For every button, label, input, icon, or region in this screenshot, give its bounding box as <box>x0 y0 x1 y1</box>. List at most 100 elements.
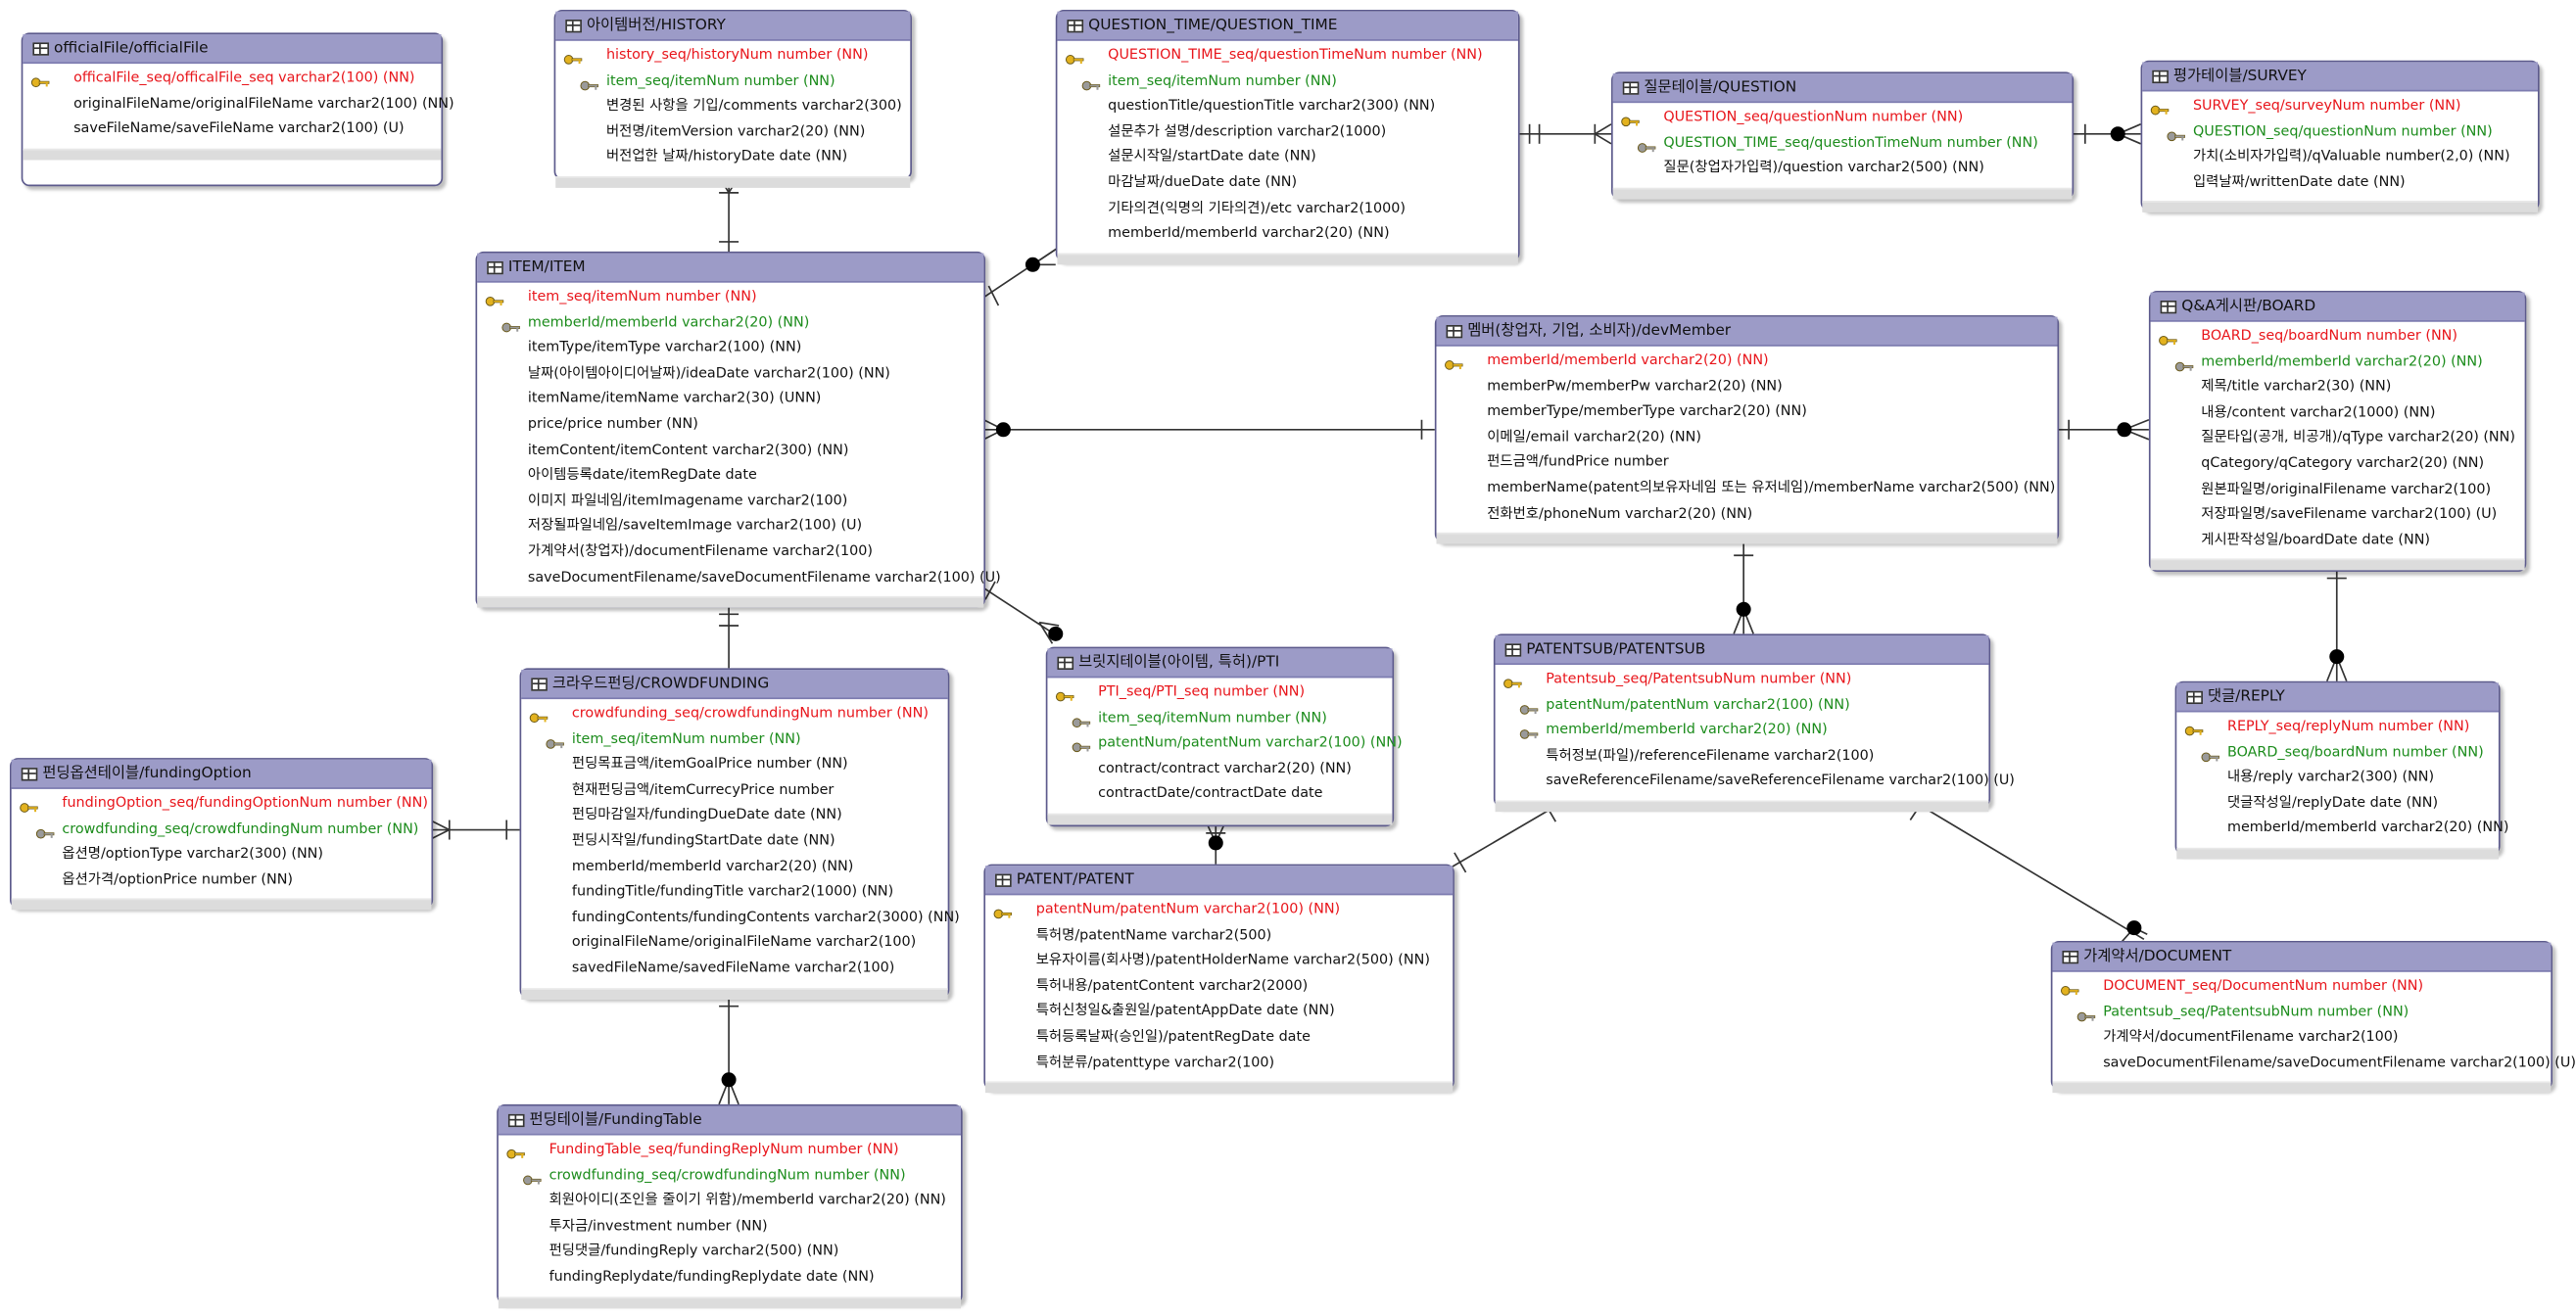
primary-key-column[interactable]: SURVEY_seq/surveyNum number (NN) <box>2142 95 2538 120</box>
entity-header[interactable]: 브릿지테이블(아이템, 특허)/PTI <box>1047 648 1393 679</box>
column-row[interactable]: memberId/memberId varchar2(20) (NN) <box>2176 818 2508 843</box>
column-row[interactable]: fundingTitle/fundingTitle varchar2(1000)… <box>521 881 947 907</box>
column-row[interactable]: 현재펀딩금액/itemCurrecyPrice number <box>521 778 947 804</box>
entity-item[interactable]: ITEM/ITEM item_seq/itemNum number (NN)mem… <box>475 251 1001 608</box>
column-row[interactable]: memberPw/memberPw varchar2(20) (NN) <box>1436 375 2057 400</box>
entity-header[interactable]: ITEM/ITEM <box>477 253 984 283</box>
column-row[interactable]: originalFileName/originalFileName varcha… <box>521 932 947 958</box>
column-row[interactable]: 옵션명/optionType varchar2(300) (NN) <box>12 843 432 868</box>
column-row[interactable]: 설문시작일/startDate date (NN) <box>1057 146 1517 171</box>
primary-key-column[interactable]: FundingTable_seq/fundingReplyNum number … <box>499 1139 961 1164</box>
entity-header[interactable]: 질문테이블/QUESTION <box>1612 73 2073 104</box>
column-row[interactable]: 날짜(아이템아이디어날짜)/ideaDate varchar2(100) (NN… <box>477 362 983 388</box>
primary-key-column[interactable]: REPLY_seq/replyNum number (NN) <box>2176 716 2499 741</box>
foreign-key-column[interactable]: patentNum/patentNum varchar2(100) (NN) <box>1047 732 1403 758</box>
foreign-key-column[interactable]: item_seq/itemNum number (NN) <box>521 727 947 753</box>
column-row[interactable]: 게시판작성일/boardDate date (NN) <box>2151 529 2525 554</box>
column-row[interactable]: saveDocumentFilename/saveDocumentFilenam… <box>477 566 1001 591</box>
entity-header[interactable]: 댓글/REPLY <box>2176 682 2499 713</box>
column-row[interactable]: contract/contract varchar2(20) (NN) <box>1047 758 1392 783</box>
column-row[interactable]: 펀딩시작일/fundingStartDate date (NN) <box>521 829 947 855</box>
column-row[interactable]: 내용/content varchar2(1000) (NN) <box>2151 401 2525 427</box>
column-row[interactable]: 아이템등록date/itemRegDate date <box>477 464 983 490</box>
foreign-key-column[interactable]: QUESTION_seq/questionNum number (NN) <box>2142 120 2538 146</box>
primary-key-column[interactable]: fundingOption_seq/fundingOptionNum numbe… <box>12 792 432 818</box>
column-row[interactable]: 펀드금액/fundPrice number <box>1436 451 2057 477</box>
entity-header[interactable]: 크라우드펀딩/CROWDFUNDING <box>521 670 948 700</box>
column-row[interactable]: 가계약서/documentFilename varchar2(100) <box>2052 1026 2551 1052</box>
primary-key-column[interactable]: DOCUMENT_seq/DocumentNum number (NN) <box>2052 975 2551 1001</box>
column-row[interactable]: 특허정보(파일)/referenceFilename varchar2(100) <box>1496 744 1989 770</box>
column-row[interactable]: 보유자이름(회사명)/patentHolderName varchar2(500… <box>985 950 1453 975</box>
entity-header[interactable]: PATENTSUB/PATENTSUB <box>1495 634 1989 666</box>
column-row[interactable]: saveDocumentFilename/saveDocumentFilenam… <box>2052 1052 2576 1077</box>
column-row[interactable]: 저장될파일네임/saveItemImage varchar2(100) (U) <box>477 515 983 540</box>
column-row[interactable]: 버전명/itemVersion varchar2(20) (NN) <box>555 120 910 146</box>
primary-key-column[interactable]: PTI_seq/PTI_seq number (NN) <box>1047 681 1392 707</box>
column-row[interactable]: 가계약서(창업자)/documentFilename varchar2(100) <box>477 540 983 566</box>
column-row[interactable]: 펀딩댓글/fundingReply varchar2(500) (NN) <box>499 1241 961 1266</box>
column-row[interactable]: 가치(소비자가입력)/qValuable number(2,0) (NN) <box>2142 146 2538 171</box>
column-row[interactable]: 댓글작성일/replyDate date (NN) <box>2176 792 2499 818</box>
column-row[interactable]: itemName/itemName varchar2(30) (UNN) <box>477 388 983 413</box>
column-row[interactable]: originalFileName/originalFileName varcha… <box>23 92 454 117</box>
column-row[interactable]: saveFileName/saveFileName varchar2(100) … <box>23 117 441 143</box>
column-row[interactable]: 옵션가격/optionPrice number (NN) <box>12 868 432 894</box>
column-row[interactable]: memberId/memberId varchar2(20) (NN) <box>521 855 947 880</box>
column-row[interactable]: 내용/reply varchar2(300) (NN) <box>2176 767 2499 792</box>
column-row[interactable]: memberName(patent의보유자네임 또는 유저네임)/memberN… <box>1436 477 2057 502</box>
column-row[interactable]: 마감날짜/dueDate date (NN) <box>1057 171 1517 197</box>
foreign-key-column[interactable]: QUESTION_TIME_seq/questionTimeNum number… <box>1613 131 2073 157</box>
primary-key-column[interactable]: memberId/memberId varchar2(20) (NN) <box>1436 350 2057 375</box>
primary-key-column[interactable]: patentNum/patentNum varchar2(100) (NN) <box>985 899 1453 924</box>
column-row[interactable]: 저장파일명/saveFilename varchar2(100) (U) <box>2151 503 2525 529</box>
entity-header[interactable]: Q&A게시판/BOARD <box>2150 292 2525 322</box>
column-row[interactable]: 원본파일명/originalFilename varchar2(100) <box>2151 478 2525 503</box>
entity-header[interactable]: 펀딩테이블/FundingTable <box>498 1105 962 1136</box>
column-row[interactable]: 특허등록날짜(승인일)/patentRegDate date <box>985 1026 1453 1052</box>
column-row[interactable]: 이미지 파일네임/itemImagename varchar2(100) <box>477 490 983 515</box>
foreign-key-column[interactable]: memberId/memberId varchar2(20) (NN) <box>2151 351 2525 376</box>
foreign-key-column[interactable]: memberId/memberId varchar2(20) (NN) <box>1496 719 1989 744</box>
column-row[interactable]: contractDate/contractDate date <box>1047 783 1392 809</box>
column-row[interactable]: 버전업한 날짜/historyDate date (NN) <box>555 146 910 171</box>
column-row[interactable]: questionTitle/questionTitle varchar2(300… <box>1057 95 1517 120</box>
primary-key-column[interactable]: item_seq/itemNum number (NN) <box>477 286 983 311</box>
column-row[interactable]: 펀딩마감일자/fundingDueDate date (NN) <box>521 804 947 829</box>
foreign-key-column[interactable]: item_seq/itemNum number (NN) <box>1047 707 1392 732</box>
foreign-key-column[interactable]: item_seq/itemNum number (NN) <box>1057 70 1517 95</box>
column-row[interactable]: 특허신청일&출원일/patentAppDate date (NN) <box>985 1001 1453 1026</box>
column-row[interactable]: itemType/itemType varchar2(100) (NN) <box>477 337 983 362</box>
primary-key-column[interactable]: crowdfunding_seq/crowdfundingNum number … <box>521 702 947 727</box>
column-row[interactable]: savedFileName/savedFileName varchar2(100… <box>521 958 947 983</box>
column-row[interactable]: 이메일/email varchar2(20) (NN) <box>1436 426 2057 451</box>
entity-header[interactable]: officialFile/officialFile <box>23 34 442 65</box>
entity-board[interactable]: Q&A게시판/BOARD BOARD_seq/boardNum number (N… <box>2148 290 2527 572</box>
column-row[interactable]: 입력날짜/writtenDate date (NN) <box>2142 171 2538 197</box>
foreign-key-column[interactable]: memberId/memberId varchar2(20) (NN) <box>477 311 983 337</box>
primary-key-column[interactable]: BOARD_seq/boardNum number (NN) <box>2151 325 2525 351</box>
entity-header[interactable]: QUESTION_TIME/QUESTION_TIME <box>1057 11 1518 41</box>
foreign-key-column[interactable]: item_seq/itemNum number (NN) <box>555 70 910 95</box>
primary-key-column[interactable]: history_seq/historyNum number (NN) <box>555 44 910 70</box>
primary-key-column[interactable]: officalFile_seq/officalFile_seq varchar2… <box>23 67 441 92</box>
column-row[interactable]: qCategory/qCategory varchar2(20) (NN) <box>2151 452 2525 478</box>
column-row[interactable]: fundingContents/fundingContents varchar2… <box>521 907 960 932</box>
column-row[interactable]: 기타의견(익명의 기타의견)/etc varchar2(1000) <box>1057 197 1517 222</box>
column-row[interactable]: 제목/title varchar2(30) (NN) <box>2151 376 2525 401</box>
column-row[interactable]: 투자금/investment number (NN) <box>499 1215 961 1241</box>
foreign-key-column[interactable]: patentNum/patentNum varchar2(100) (NN) <box>1496 693 1989 719</box>
foreign-key-column[interactable]: crowdfunding_seq/crowdfundingNum number … <box>499 1164 961 1190</box>
